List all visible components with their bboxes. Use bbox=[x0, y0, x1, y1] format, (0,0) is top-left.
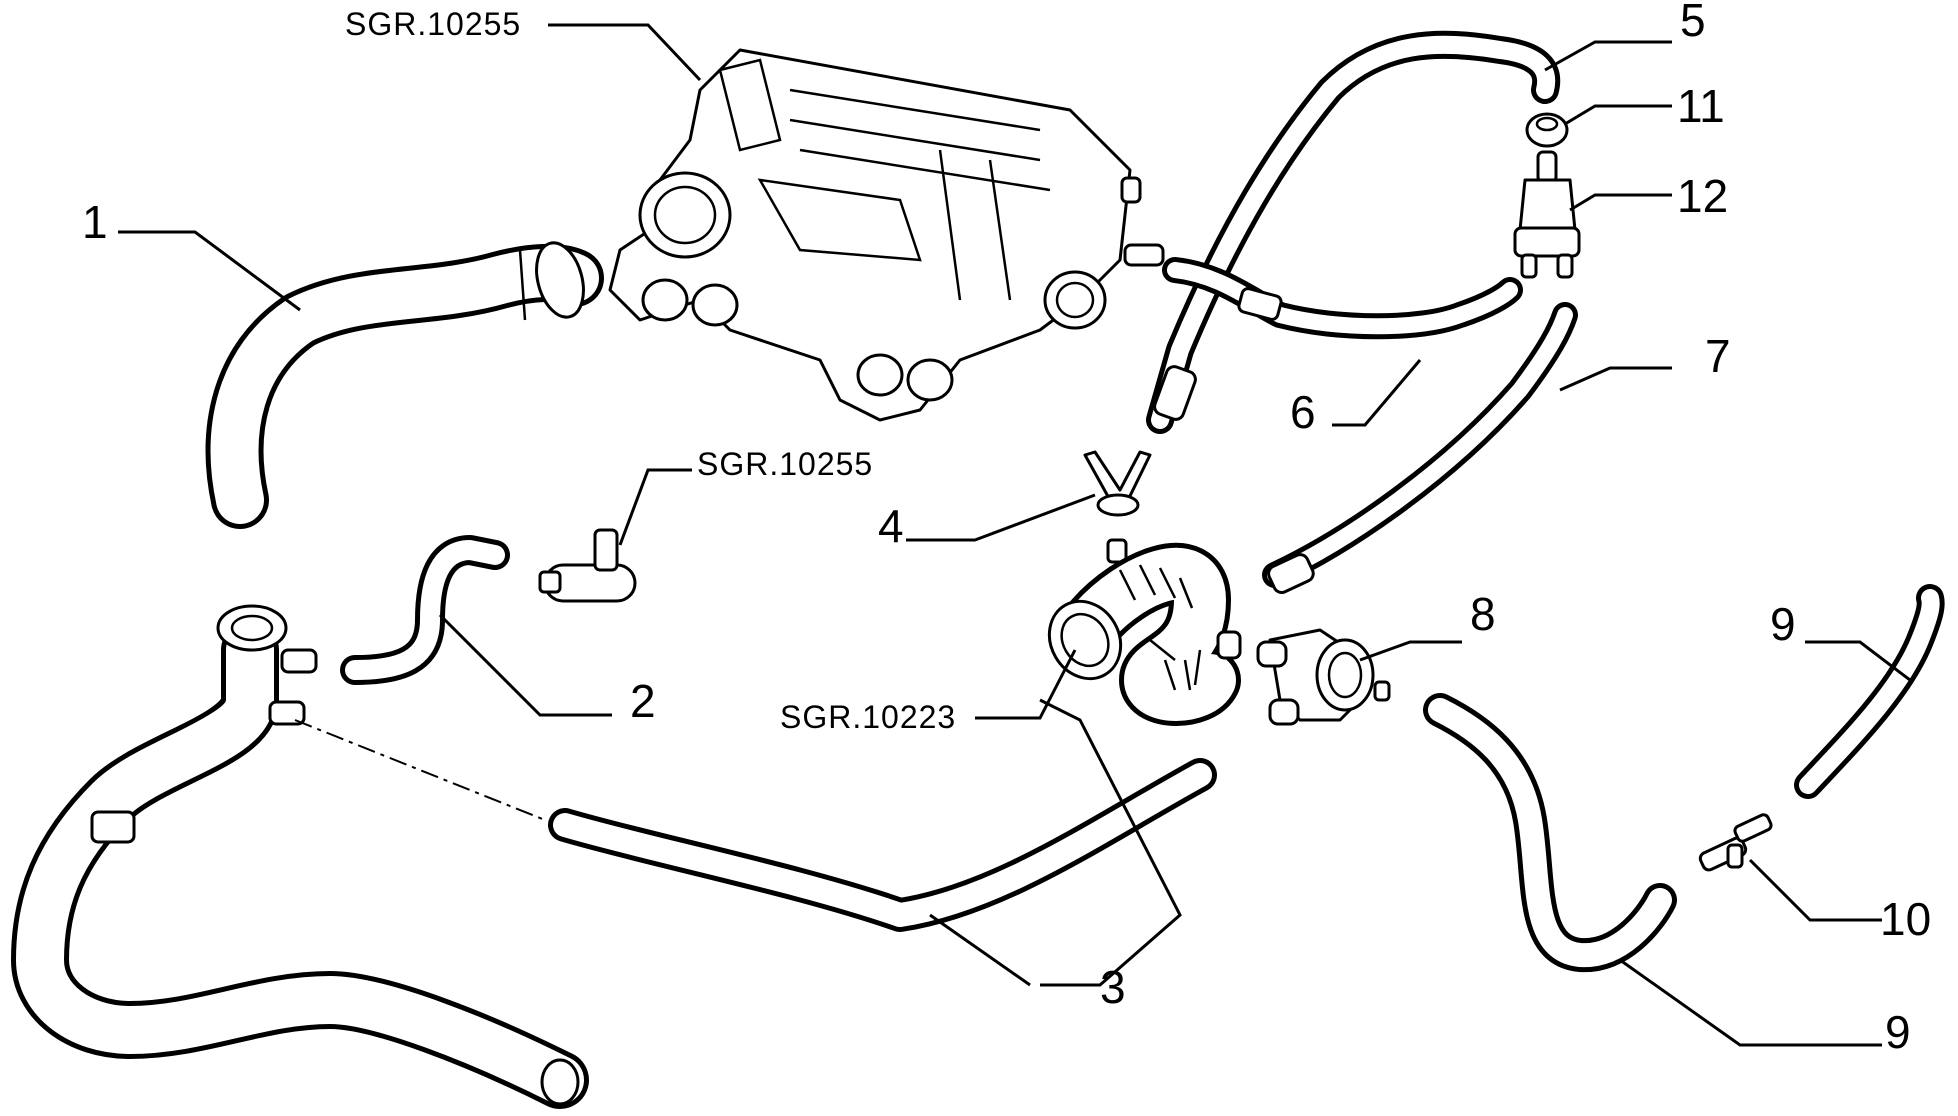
hose-5 bbox=[1146, 30, 1561, 434]
labels: SGR.10255 1 SGR.10255 2 3 4 SGR.10223 5 … bbox=[82, 0, 1931, 1058]
manifold-reference: SGR.10255 bbox=[345, 6, 521, 42]
intake-manifold bbox=[608, 48, 1165, 422]
connector-4 bbox=[1083, 450, 1152, 564]
hose-9-upper bbox=[1794, 584, 1945, 799]
hose-1 bbox=[205, 241, 604, 529]
callout-9-lower: 9 bbox=[1885, 1006, 1911, 1058]
valve-8 bbox=[1256, 628, 1391, 726]
callout-8: 8 bbox=[1470, 588, 1496, 640]
alignment-line bbox=[294, 719, 546, 821]
hose-6 bbox=[1162, 257, 1523, 340]
t-connector-10 bbox=[1698, 813, 1773, 872]
hose-9-lower bbox=[1423, 693, 1677, 973]
callout-2: 2 bbox=[630, 675, 656, 727]
callout-5: 5 bbox=[1680, 0, 1706, 46]
callout-6: 6 bbox=[1290, 386, 1316, 438]
callout-10: 10 bbox=[1880, 893, 1931, 945]
elbow-fitting bbox=[538, 528, 637, 603]
hose-7 bbox=[1262, 302, 1578, 595]
callout-12: 12 bbox=[1677, 170, 1728, 222]
bellows-hose-reference: SGR.10223 bbox=[780, 699, 956, 735]
callout-1: 1 bbox=[82, 196, 108, 248]
callout-9-upper: 9 bbox=[1770, 598, 1796, 650]
water-pipe bbox=[11, 604, 589, 1109]
washer-11 bbox=[1525, 112, 1569, 148]
leader-lines bbox=[118, 23, 1911, 1047]
callout-7: 7 bbox=[1705, 330, 1731, 382]
fitting-reference: SGR.10255 bbox=[697, 446, 873, 482]
hose-3 bbox=[548, 758, 1217, 932]
valve-12 bbox=[1513, 150, 1581, 279]
callout-11: 11 bbox=[1677, 80, 1725, 132]
callout-3: 3 bbox=[1100, 961, 1126, 1013]
callout-4: 4 bbox=[878, 500, 904, 552]
bellows-hose bbox=[1047, 542, 1242, 726]
hose-2 bbox=[340, 535, 510, 685]
